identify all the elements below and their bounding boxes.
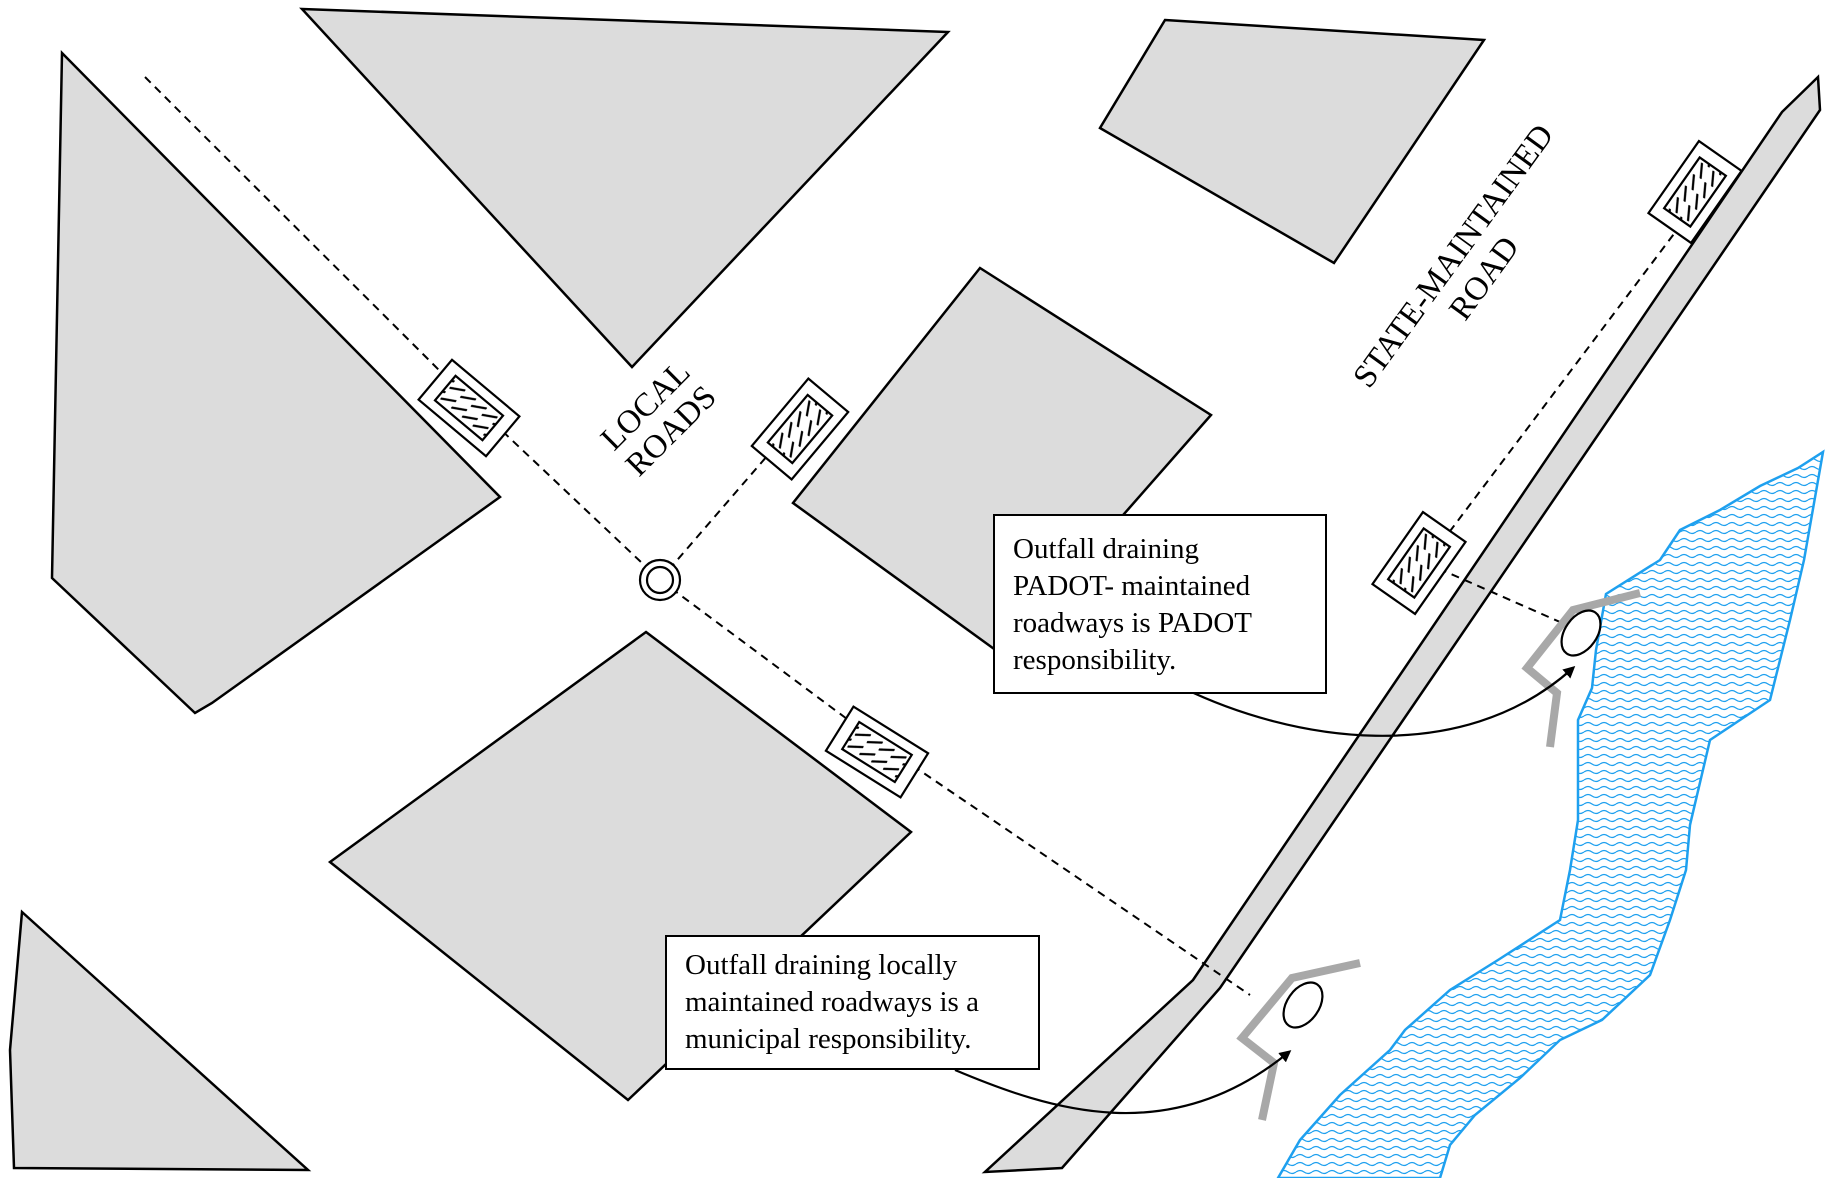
pipe-manhole-to-inlet	[659, 579, 879, 743]
callout-padot-outfall: Outfall draining PADOT- maintained roadw…	[993, 514, 1327, 694]
inlet-state-south	[1370, 510, 1468, 616]
pipe-to-local-outfall	[877, 741, 1251, 996]
parcel-west	[50, 50, 502, 715]
inlet-state-north	[1646, 139, 1744, 245]
callout-padot-line: PADOT- maintained	[1013, 570, 1251, 602]
pipe-state-inlets	[1425, 189, 1708, 564]
arrow-local-callout	[954, 1050, 1292, 1115]
outfall-local	[1236, 959, 1361, 1121]
callout-local-line: Outfall draining locally	[685, 949, 958, 981]
state-maintained-road	[981, 74, 1822, 1174]
inlet-north-center	[750, 377, 850, 481]
parcel-northeast	[1098, 18, 1487, 265]
pipe-northwest	[144, 76, 463, 394]
parcel-southwest	[8, 909, 312, 1172]
callout-padot-line: Outfall draining	[1013, 533, 1200, 565]
outfall-padot	[1521, 589, 1641, 748]
callout-padot-line: roadways is PADOT	[1013, 607, 1252, 639]
callout-local-line: maintained roadways is a	[685, 986, 979, 1018]
pipe-to-padot-outfall	[1425, 562, 1586, 634]
local-roads-label: LOCAL ROADS	[594, 354, 723, 483]
inlet-south-center	[824, 705, 930, 799]
parcel-center-south	[327, 630, 913, 1102]
parcel-north	[299, 7, 951, 369]
stream	[1275, 449, 1825, 1180]
arrow-padot-callout	[1182, 665, 1576, 737]
callout-local-outfall: Outfall draining locally maintained road…	[665, 935, 1040, 1070]
inlet-northwest	[417, 358, 521, 458]
callout-padot-line: responsibility.	[1013, 644, 1177, 676]
callout-local-line: municipal responsibility.	[685, 1023, 972, 1055]
manhole	[638, 558, 682, 602]
